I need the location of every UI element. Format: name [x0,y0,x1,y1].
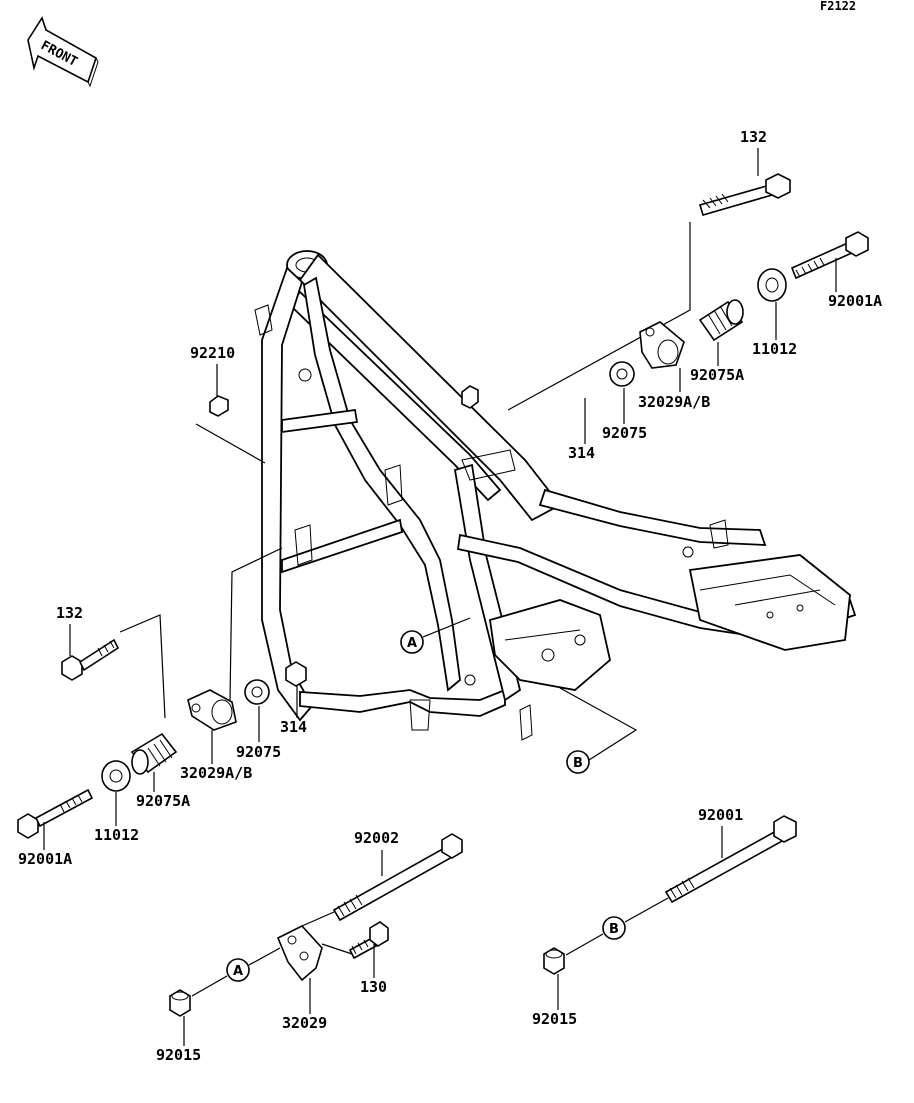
spacer-92075-left [244,679,270,705]
label-92001: 92001 [698,806,743,824]
washer-11012-top [757,268,787,302]
label-32029: 32029 [282,1014,327,1032]
nut-92210 [209,395,229,417]
bolt-130 [348,921,389,960]
bolt-92001 [664,815,797,904]
ref-a-bottom: A [226,958,250,982]
label-130: 130 [360,978,387,996]
label-92015-right: 92015 [532,1010,577,1028]
label-92015-left: 92015 [156,1046,201,1064]
nut-92015-left [169,989,191,1017]
ref-b-frame: B [566,750,590,774]
bracket-32029ab-top [639,321,685,369]
collar-92075a-top [698,299,744,342]
washer-11012-left [101,760,131,792]
label-92075a-top: 92075A [690,366,744,384]
label-314-left: 314 [280,718,307,736]
bolt-92002 [332,833,463,922]
ref-b-frame-label: B [573,756,583,771]
motorcycle-frame [254,250,857,741]
label-32029ab-top: 32029A/B [638,393,710,411]
label-92075-top: 92075 [602,424,647,442]
label-92210: 92210 [190,344,235,362]
collar-92075a-left [130,732,178,775]
label-92075-left: 92075 [236,743,281,761]
bolt-132-left [61,638,120,681]
spacer-92075-top [609,361,635,387]
label-132-left: 132 [56,604,83,622]
label-92001a-left: 92001A [18,850,72,868]
ref-b-bottom: B [602,916,626,940]
label-32029ab-left: 32029A/B [180,764,252,782]
nut-92015-right [543,947,565,975]
plate-32029 [276,925,323,982]
ref-a-frame-label: A [407,636,417,651]
figure-code: F2122 [820,0,856,13]
bolt-92001a-left [17,788,94,839]
bolt-92001a-top [790,231,869,280]
label-92001a-top: 92001A [828,292,882,310]
label-132-top: 132 [740,128,767,146]
nut-314-top [461,385,479,409]
label-11012-top: 11012 [752,340,797,358]
ref-a-frame: A [400,630,424,654]
bracket-32029ab-left [187,689,237,731]
label-92002: 92002 [354,829,399,847]
front-arrow-icon: FRONT [27,16,99,88]
label-11012-left: 11012 [94,826,139,844]
label-92075a-left: 92075A [136,792,190,810]
nut-314-left [285,661,307,687]
ref-b-bottom-label: B [609,922,619,937]
bolt-132-top [699,173,791,216]
label-314-top: 314 [568,444,595,462]
ref-a-bottom-label: A [233,964,243,979]
